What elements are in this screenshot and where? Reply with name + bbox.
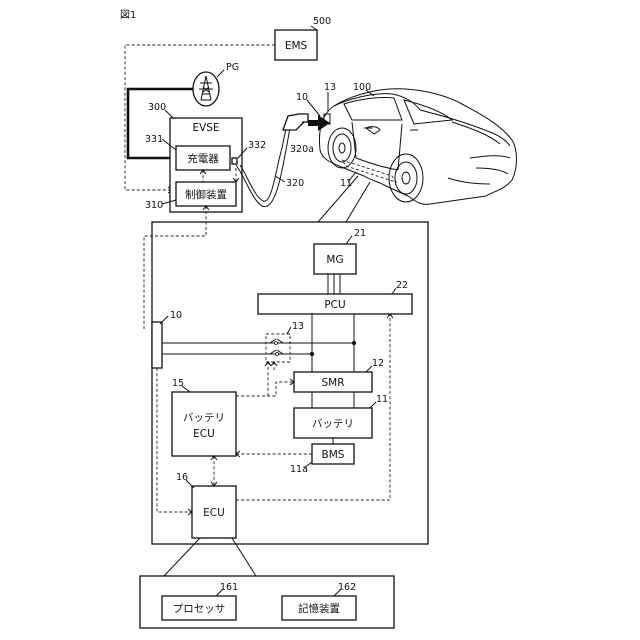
evse-label: EVSE [192, 122, 219, 134]
battery-label: バッテリ [312, 418, 354, 430]
plug-arrow [308, 115, 330, 131]
charger-ref: 331 [145, 134, 163, 145]
ecu-ref: 16 [176, 472, 188, 483]
ems-label: EMS [285, 40, 308, 52]
connector-ref: 332 [248, 140, 266, 151]
storage-label: 記憶装置 [298, 602, 340, 615]
figure-title: 図1 [120, 9, 136, 21]
cable-ref: 320 [286, 178, 304, 189]
ems-block: EMS 500 [275, 16, 331, 60]
battery-ecu-line1: バッテリ [183, 412, 225, 424]
battery-ref: 11 [376, 394, 388, 405]
mg-label: MG [326, 254, 343, 266]
smr-ref: 12 [372, 358, 384, 369]
ecu-label: ECU [203, 507, 225, 519]
pcu-ref: 22 [396, 280, 408, 291]
bms-ref: 11a [290, 464, 308, 475]
charger-label: 充電器 [187, 152, 219, 165]
control-ref: 310 [145, 200, 163, 211]
smr-label: SMR [321, 377, 344, 389]
storage-ref: 162 [338, 582, 356, 593]
evse-ref: 300 [148, 102, 166, 113]
battery-ecu-line2: ECU [193, 428, 215, 440]
plug-ref: 320a [290, 144, 314, 155]
ems-ref: 500 [313, 16, 331, 27]
pcu-label: PCU [324, 299, 345, 311]
mg-ref: 21 [354, 228, 366, 239]
car-inlet-ref: 10 [296, 92, 308, 103]
car-lid-ref: 13 [324, 82, 336, 93]
processor-ref: 161 [220, 582, 238, 593]
pg-block: PG [193, 62, 239, 106]
processor-label: プロセッサ [173, 603, 226, 615]
control-device-label: 制御装置 [185, 188, 227, 201]
inlet-ref: 10 [170, 310, 182, 321]
connector-332 [232, 158, 237, 164]
relay-ref: 13 [292, 321, 304, 332]
bms-label: BMS [322, 449, 345, 461]
battery-ecu-ref: 15 [172, 378, 184, 389]
pg-label: PG [226, 62, 239, 73]
